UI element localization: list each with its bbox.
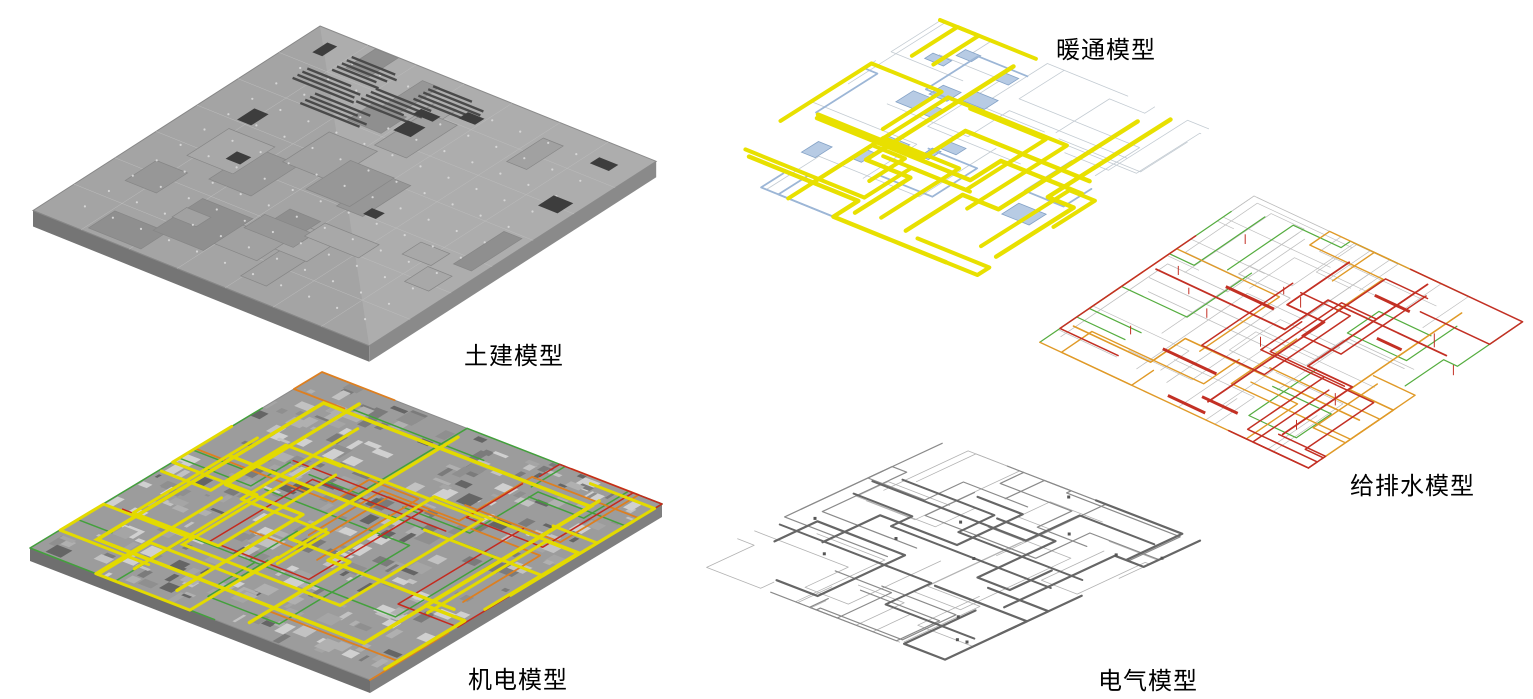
electrical-model-3d-view <box>706 442 1202 661</box>
mep-model-label: 机电模型 <box>468 667 568 694</box>
electrical-model-label: 电气模型 <box>1098 668 1198 695</box>
electrical-model-figure <box>683 437 1207 677</box>
hvac-model-3d-view <box>743 18 1210 277</box>
civil-model-3d-view <box>31 25 658 362</box>
civil-model-label: 土建模型 <box>464 343 564 370</box>
hvac-model-figure <box>698 12 1213 297</box>
mep-model-3d-view <box>28 371 664 693</box>
mep-model-figure <box>22 368 672 698</box>
hvac-model-label: 暖通模型 <box>1056 37 1156 64</box>
plumbing-model-figure <box>1026 190 1530 490</box>
plumbing-model-3d-view <box>1039 195 1524 469</box>
civil-model-figure <box>10 16 665 368</box>
plumbing-model-label: 给排水模型 <box>1350 473 1475 500</box>
